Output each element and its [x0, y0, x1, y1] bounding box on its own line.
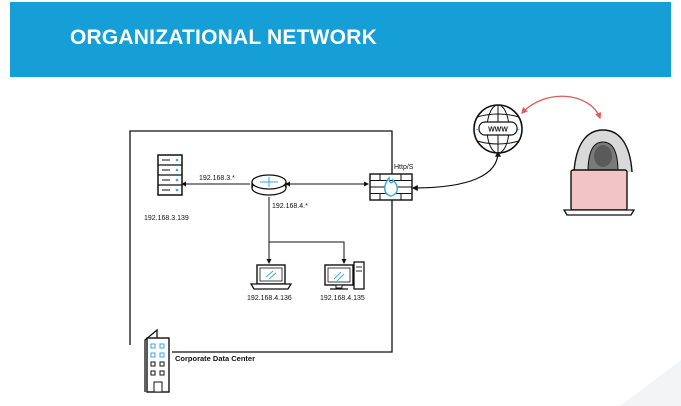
- laptop-ip-label: 192.168.4.136: [247, 295, 292, 302]
- building-icon: [144, 328, 170, 393]
- firewall-label: Http/S: [394, 164, 414, 171]
- page-title: ORGANIZATIONAL NETWORK: [70, 26, 377, 49]
- data-center-boundary: [129, 130, 393, 353]
- link-firewall-internet: [411, 150, 501, 191]
- server-icon: [157, 154, 183, 196]
- data-center-label: Corporate Data Center: [175, 354, 255, 363]
- header-banner: ORGANIZATIONAL NETWORK: [10, 2, 671, 77]
- firewall-icon: [369, 173, 413, 201]
- globe-icon: [473, 104, 523, 154]
- internet-label: WWW: [488, 127, 508, 134]
- subnet-3-label: 192.168.3.*: [199, 175, 235, 182]
- subnet-4-label: 192.168.4.*: [272, 203, 308, 210]
- server-ip-label: 192.168.3.139: [144, 215, 189, 222]
- desktop-ip-label: 192.168.4.135: [320, 295, 365, 302]
- desktop-icon: [324, 261, 365, 290]
- router-icon: [251, 174, 287, 196]
- attack-arrow: [521, 95, 602, 120]
- hacker-icon: [562, 129, 636, 216]
- link-router-desktop: [269, 241, 347, 264]
- decorative-corner: [620, 360, 681, 406]
- laptop-icon: [249, 264, 293, 290]
